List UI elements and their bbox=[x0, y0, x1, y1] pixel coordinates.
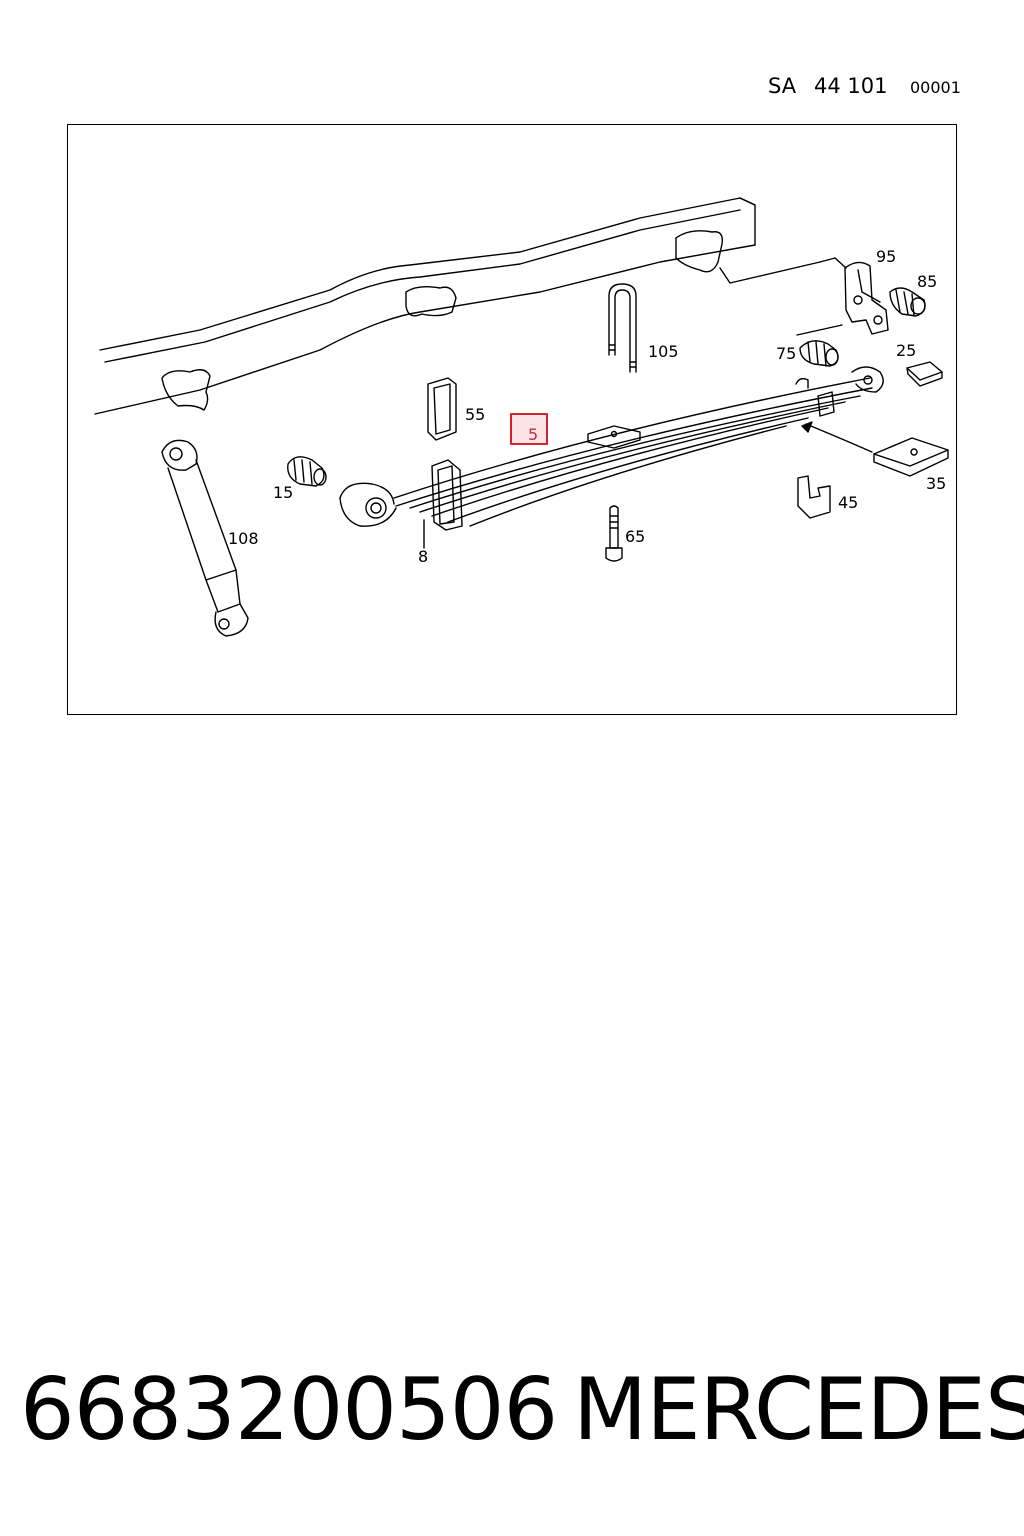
shock-absorber bbox=[161, 439, 249, 637]
spring-clip-45 bbox=[797, 475, 831, 519]
header-code: 44 101 bbox=[814, 74, 888, 98]
header-sheet: 00001 bbox=[910, 78, 961, 97]
callout-35: 35 bbox=[926, 474, 946, 493]
callout-75: 75 bbox=[776, 344, 796, 363]
spring-pad-35 bbox=[873, 437, 949, 477]
part-number: 6683200506 bbox=[20, 1360, 558, 1460]
callout-5: 5 bbox=[528, 425, 538, 444]
callout-105: 105 bbox=[648, 342, 679, 361]
parts-diagram: 95 85 105 75 25 55 5 15 35 45 108 65 8 bbox=[94, 197, 949, 637]
callout-8: 8 bbox=[418, 547, 428, 566]
callout-55: 55 bbox=[465, 405, 485, 424]
rubber-pad bbox=[906, 361, 943, 387]
leaf-spring bbox=[339, 366, 884, 549]
brand-name: MERCEDES bbox=[573, 1360, 1024, 1460]
bushing-75 bbox=[796, 324, 843, 367]
bushing-15 bbox=[287, 456, 327, 487]
highlight-box-part-5 bbox=[510, 413, 548, 445]
callout-65: 65 bbox=[625, 527, 645, 546]
callout-15: 15 bbox=[273, 483, 293, 502]
u-bolt bbox=[608, 283, 637, 373]
chassis-frame-rail bbox=[94, 197, 836, 415]
callout-85: 85 bbox=[917, 272, 937, 291]
callout-45: 45 bbox=[838, 493, 858, 512]
callout-25: 25 bbox=[896, 341, 916, 360]
spring-shackle bbox=[834, 257, 889, 335]
callout-95: 95 bbox=[876, 247, 896, 266]
spring-clip-55 bbox=[427, 377, 457, 441]
diagram-frame bbox=[67, 124, 957, 715]
bushing-85 bbox=[889, 287, 926, 317]
header-prefix: SA bbox=[768, 74, 797, 98]
callout-108: 108 bbox=[228, 529, 259, 548]
bolt-65 bbox=[605, 505, 623, 562]
footer: 6683200506 MERCEDES bbox=[0, 1360, 1024, 1480]
